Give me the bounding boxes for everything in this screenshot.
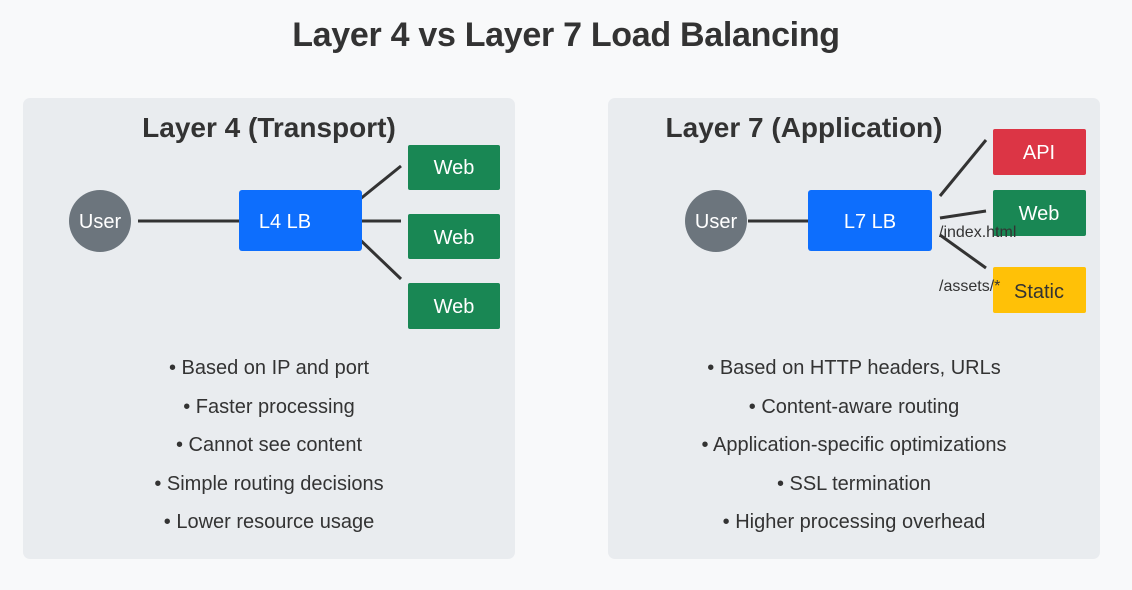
user-node	[69, 190, 131, 252]
layer7-bullet-4: • SSL termination	[776, 472, 932, 495]
layer7-bullet-1: • Based on HTTP headers, URLs	[707, 357, 1001, 379]
layer7-title: Layer 7 (Application)	[666, 112, 943, 143]
web-server-label-3: Web	[434, 296, 475, 318]
web-server-label: Web	[1019, 203, 1060, 225]
api-server-label: API	[1023, 142, 1055, 164]
api-server-node	[993, 129, 1086, 175]
link-lb-web	[939, 209, 987, 220]
link-lb-api	[938, 139, 988, 197]
web-server-node-2	[408, 214, 500, 259]
layer4-panel: Layer 4 (Transport) User L4 LB Web Web W…	[23, 98, 515, 559]
layer7-bullet-2: • Content-aware routing	[748, 395, 960, 418]
web-server-node	[993, 190, 1086, 236]
layer4-bullet-5: • Lower resource usage	[163, 511, 375, 533]
route-label-index: /index.html	[939, 224, 1016, 241]
layer4-bullet-1: • Based on IP and port	[168, 357, 370, 379]
static-server-label: Static	[1014, 281, 1064, 303]
web-server-label-1: Web	[434, 157, 475, 179]
user-label: User	[79, 211, 122, 233]
static-server-node	[993, 267, 1086, 313]
user-node	[685, 190, 747, 252]
layer4-bullet-3: • Cannot see content	[175, 434, 362, 456]
route-label-assets: /assets/*	[939, 278, 1000, 295]
user-label: User	[695, 211, 738, 233]
layer4-bullet-4: • Simple routing decisions	[154, 472, 384, 495]
web-server-node-3	[408, 283, 500, 329]
l7-balancer-node	[808, 190, 932, 251]
layer7-diagram: Layer 7 (Application) User L7 LB API Web…	[666, 112, 1086, 313]
l7-balancer-label: L7 LB	[844, 211, 896, 233]
l4-balancer-label: L4 LB	[259, 211, 311, 233]
web-server-node-1	[408, 145, 500, 190]
layer4-diagram: Layer 4 (Transport) User L4 LB Web Web W…	[69, 112, 500, 329]
layer7-bullet-5: • Higher processing overhead	[722, 511, 986, 533]
layer7-bullet-3: • Application-specific optimizations	[701, 434, 1007, 456]
layer4-bullet-list: • Based on IP and port • Faster processi…	[23, 354, 515, 547]
l4-balancer-node	[239, 190, 362, 251]
main-title: Layer 4 vs Layer 7 Load Balancing	[292, 16, 840, 54]
layer4-bullet-2: • Faster processing	[183, 395, 355, 418]
link-lb-static	[939, 233, 987, 270]
layer7-panel: Layer 7 (Application) User L7 LB API Web…	[608, 98, 1100, 559]
web-server-label-2: Web	[434, 227, 475, 249]
layer4-title: Layer 4 (Transport)	[142, 112, 396, 143]
layer7-bullet-list: • Based on HTTP headers, URLs • Content-…	[608, 354, 1100, 547]
